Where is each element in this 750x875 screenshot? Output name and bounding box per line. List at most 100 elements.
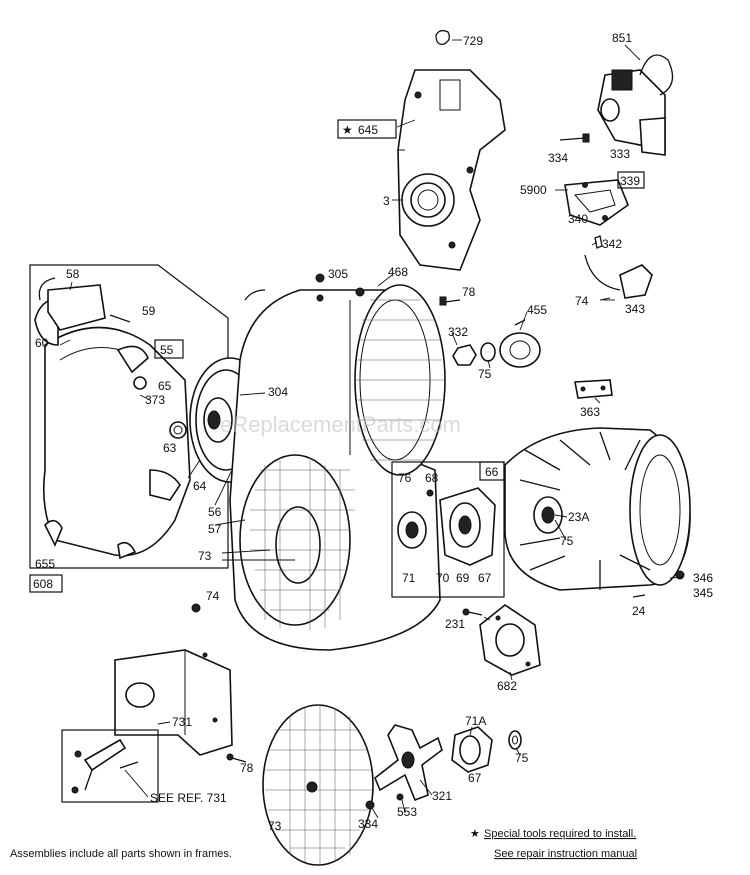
armature-part	[597, 54, 674, 156]
callout-73: 73	[268, 819, 282, 833]
starter-handle-part	[38, 277, 106, 331]
callout-64: 64	[193, 479, 207, 493]
screw-part	[559, 133, 590, 143]
box-339	[617, 171, 645, 189]
housing-screen-pattern	[250, 460, 355, 630]
callout-608: 608	[33, 577, 53, 591]
callout-63: 63	[163, 441, 177, 455]
callout-729: 729	[463, 34, 483, 48]
callout-65: 65	[158, 379, 172, 393]
callout-74: 74	[575, 294, 589, 308]
star-icon: ★	[470, 828, 480, 840]
pawl-part	[44, 519, 137, 560]
callout-363: 363	[580, 405, 600, 419]
assemblies-note: Assemblies include all parts shown in fr…	[10, 848, 232, 860]
callout-labels: 729 ★ 645 851 3 334 333 5900 339 340 342…	[33, 31, 713, 833]
callout-332: 332	[448, 325, 468, 339]
flywheel-part	[504, 427, 691, 591]
callout-645: 645	[358, 123, 378, 137]
special-tools-note: Special tools required to install.	[484, 828, 636, 840]
callout-78: 78	[240, 761, 254, 775]
callout-23a: 23A	[568, 510, 589, 524]
callout-67: 67	[468, 771, 482, 785]
flange-part	[479, 604, 541, 676]
clutch-housing-part	[451, 726, 493, 773]
callout-3: 3	[383, 194, 390, 208]
callout-682: 682	[497, 679, 517, 693]
callout-304: 304	[268, 385, 288, 399]
screw-part	[365, 793, 404, 810]
callout-55: 55	[160, 343, 174, 357]
clutch-assembly-frame	[391, 461, 505, 598]
callout-305: 305	[328, 267, 348, 281]
callout-343: 343	[625, 302, 645, 316]
callout-373: 373	[145, 393, 165, 407]
breaker-plate-part	[564, 179, 629, 226]
callout-346: 346	[693, 571, 713, 585]
callout-851: 851	[612, 31, 632, 45]
clip-part	[435, 29, 450, 45]
screw-part	[439, 296, 461, 306]
starter-assembly-frame	[29, 264, 229, 569]
callout-66: 66	[485, 465, 499, 479]
repair-manual-note: See repair instruction manual	[494, 848, 637, 860]
callout-74: 74	[206, 589, 220, 603]
callout-71a: 71A	[465, 714, 486, 728]
callout-59: 59	[142, 304, 156, 318]
callout-468: 468	[388, 265, 408, 279]
callout-60: 60	[35, 336, 49, 350]
starter-cup-part	[499, 319, 541, 368]
box-645	[337, 119, 397, 139]
spark-plug-wire-part	[584, 254, 653, 301]
fan-spider-part	[374, 724, 443, 802]
callout-342: 342	[602, 237, 622, 251]
callout-68: 68	[425, 471, 439, 485]
callout-56: 56	[208, 505, 222, 519]
starter-housing-part	[34, 297, 191, 557]
linkage-part	[71, 738, 139, 794]
callout-24: 24	[632, 604, 646, 618]
callout-345: 345	[693, 586, 713, 600]
watermark: eReplacementParts.com	[220, 412, 461, 437]
callout-57: 57	[208, 522, 222, 536]
leader-lines	[59, 39, 683, 819]
callout-67: 67	[478, 571, 492, 585]
clutch-ball-part	[397, 489, 434, 549]
clutch-housing-part	[439, 487, 496, 566]
callout-75: 75	[515, 751, 529, 765]
callout-69: 69	[456, 571, 470, 585]
nut-part	[452, 342, 496, 366]
screw-part	[191, 603, 201, 613]
callout-71: 71	[402, 571, 416, 585]
callout-731: 731	[172, 715, 192, 729]
screw-part	[315, 273, 365, 297]
callout-58: 58	[66, 267, 80, 281]
callout-553: 553	[397, 805, 417, 819]
callout-5900: 5900	[520, 183, 547, 197]
callout-333: 333	[610, 147, 630, 161]
callout-455: 455	[527, 303, 547, 317]
callout-339: 339	[620, 174, 640, 188]
callout-321: 321	[432, 789, 452, 803]
crankcase-cover-part	[397, 69, 506, 271]
starter-spring-part	[133, 376, 187, 439]
box-608	[29, 574, 63, 593]
pin-part	[109, 314, 131, 323]
callout-75: 75	[478, 367, 492, 381]
starter-rope-guide-part	[116, 345, 181, 501]
callout-231: 231	[445, 617, 465, 631]
screen-disc-part	[262, 704, 374, 866]
washer-part	[508, 730, 522, 750]
pin-part	[594, 235, 603, 249]
callout-73: 73	[198, 549, 212, 563]
callout-78: 78	[462, 285, 476, 299]
linkage-frame	[61, 729, 159, 803]
callout-334: 334	[548, 151, 568, 165]
screw-part	[462, 608, 483, 616]
rotating-screen-part	[354, 284, 446, 476]
shroud-part	[114, 649, 233, 756]
screw-part	[226, 753, 247, 763]
callout-340: 340	[568, 212, 588, 226]
callout-70: 70	[436, 571, 450, 585]
